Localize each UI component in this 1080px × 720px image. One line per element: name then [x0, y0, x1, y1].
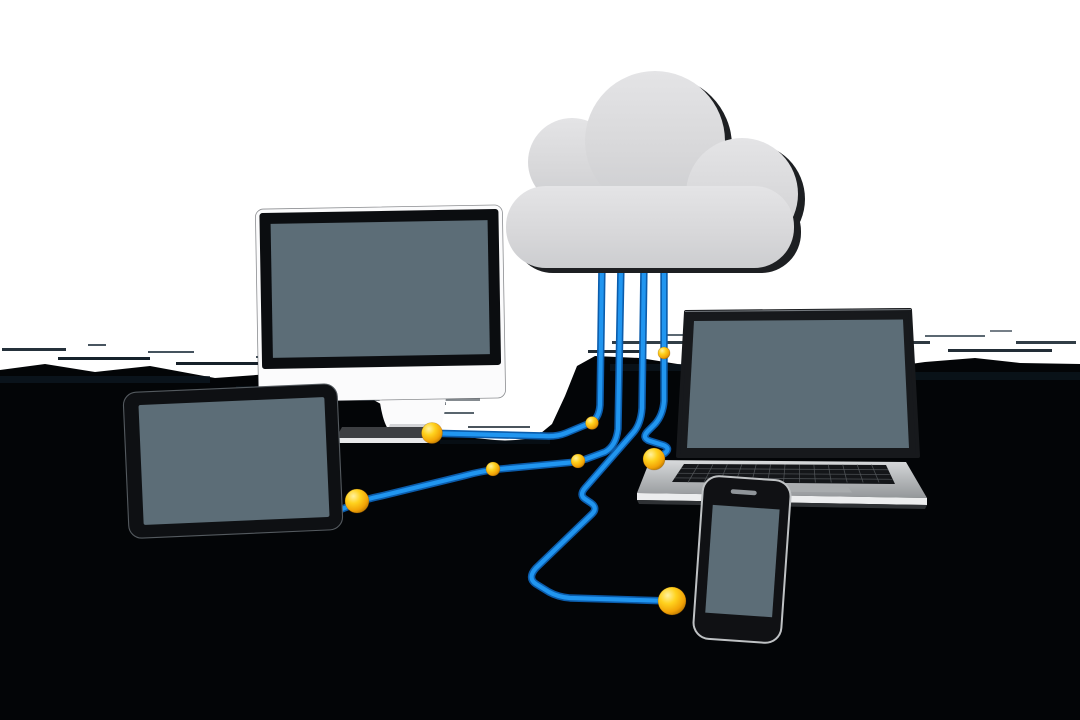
connection-node-1	[421, 422, 443, 444]
keyboard-key-gap	[783, 464, 786, 483]
smartphone-speaker	[730, 489, 757, 496]
connection-node-4	[585, 416, 599, 430]
keyboard-key-gap	[687, 464, 699, 483]
connection-node-3	[570, 453, 586, 469]
laptop-screen	[687, 319, 909, 448]
connection-node-8	[657, 586, 687, 616]
connection-node-7	[344, 488, 370, 514]
cloud	[506, 71, 805, 273]
cable-cloud-to-tablet	[334, 261, 624, 514]
smartphone-screen	[705, 504, 780, 618]
keyboard-key-gap	[842, 464, 848, 483]
smartphone	[692, 475, 792, 644]
keyboard-key-gap	[856, 464, 864, 483]
laptop-lid-top-edge	[684, 308, 912, 313]
connection-node-layer	[344, 346, 687, 616]
connection-node-5	[657, 346, 671, 360]
monitor-base	[336, 427, 433, 438]
connection-node-2	[485, 461, 501, 477]
keyboard-key-gap	[813, 464, 816, 483]
monitor-stand-neck	[379, 396, 446, 429]
tablet-screen	[138, 397, 330, 525]
connection-node-6	[642, 447, 666, 471]
cable-cloud-to-laptop	[642, 261, 670, 462]
desktop-monitor	[255, 204, 506, 443]
laptop	[637, 308, 927, 509]
cable-layer	[333, 260, 674, 605]
monitor-base-front	[335, 438, 433, 443]
cable-cloud-to-smartphone	[529, 261, 673, 604]
keyboard-key-gap	[871, 464, 880, 483]
keyboard-key-gap	[703, 464, 714, 483]
keyboard-key-gap	[827, 464, 832, 483]
cloud-body	[506, 71, 798, 268]
monitor-screen	[270, 220, 490, 358]
cable-cloud-to-desktop-monitor	[421, 261, 605, 439]
tablet	[122, 383, 344, 539]
